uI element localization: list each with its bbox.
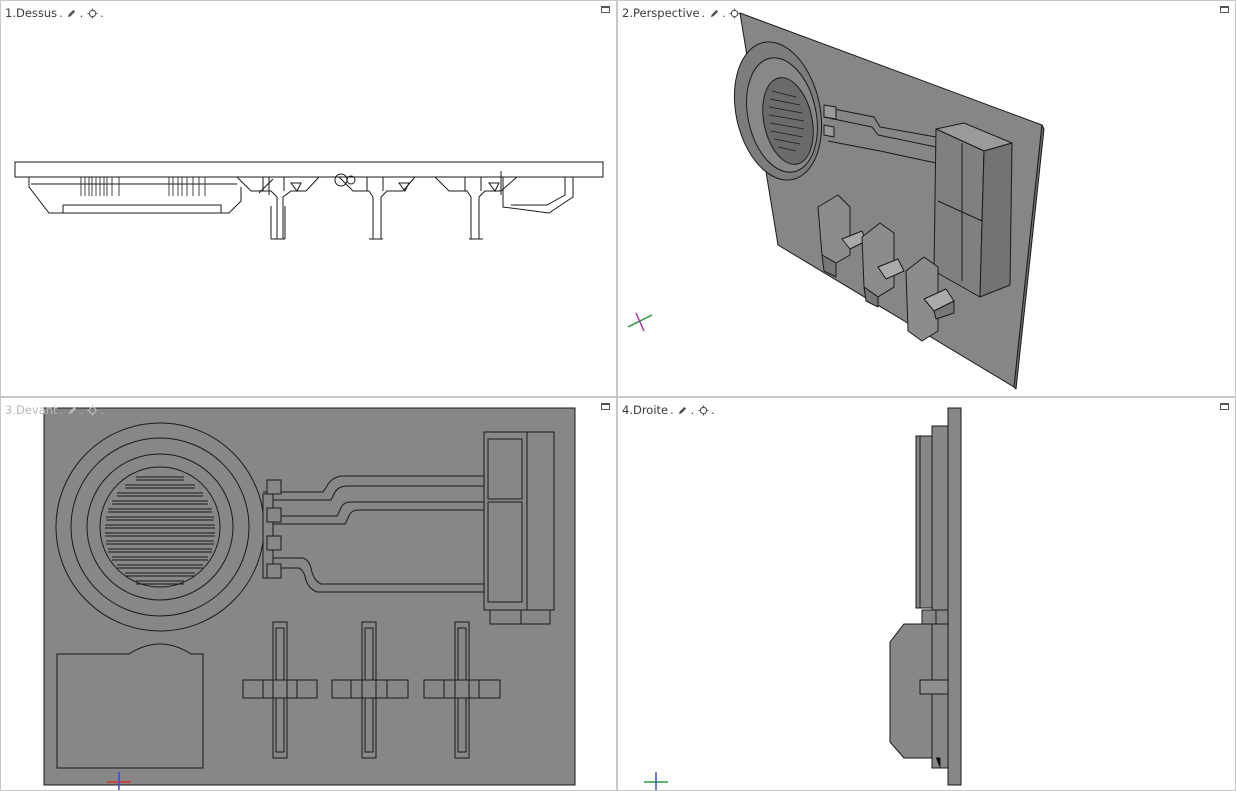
pencil-icon[interactable] <box>66 404 78 416</box>
viewport-perspective[interactable]: 2.Perspective . . <box>617 0 1236 397</box>
front-view-model <box>43 407 576 790</box>
target-icon[interactable] <box>729 7 741 19</box>
viewport-label[interactable]: 1.Dessus <box>5 6 58 20</box>
viewport-front[interactable]: 3.Devant . . . <box>0 397 617 791</box>
viewport-menu-dot[interactable]: . <box>100 6 104 20</box>
top-view-wireframe <box>14 161 604 240</box>
viewport-header: 3.Devant . . . <box>5 402 104 418</box>
viewport-menu-dot[interactable]: . <box>690 403 695 417</box>
viewport-menu-dot[interactable]: . <box>80 403 84 417</box>
viewport-label[interactable]: 3.Devant <box>5 403 58 417</box>
target-icon[interactable] <box>697 404 709 416</box>
target-icon[interactable] <box>86 7 98 19</box>
maximize-icon[interactable] <box>601 403 610 410</box>
viewport-header: 4.Droite . . . <box>622 402 715 418</box>
maximize-icon[interactable] <box>601 6 610 13</box>
viewport-menu-dot[interactable]: . <box>59 6 63 20</box>
viewport-menu-dot[interactable]: . <box>100 403 105 417</box>
viewport-header: 2.Perspective . . <box>622 5 741 21</box>
axis-gizmo <box>107 772 131 790</box>
axis-gizmo <box>627 312 653 332</box>
viewport-top[interactable]: 1.Dessus . . . <box>0 0 617 397</box>
viewport-menu-dot[interactable]: . <box>670 403 674 417</box>
viewport-menu-dot[interactable]: . <box>711 403 715 417</box>
perspective-view-model <box>627 12 1045 390</box>
pencil-icon[interactable] <box>677 404 689 416</box>
viewport-label[interactable]: 2.Perspective <box>622 6 700 20</box>
maximize-icon[interactable] <box>1220 6 1229 13</box>
viewport-menu-dot[interactable]: . <box>59 403 64 417</box>
viewport-header: 1.Dessus . . . <box>5 5 104 21</box>
viewport-menu-dot[interactable]: . <box>701 6 706 20</box>
viewport-label[interactable]: 4.Droite <box>622 403 669 417</box>
right-view-model <box>644 407 962 790</box>
target-icon[interactable] <box>87 404 99 416</box>
pencil-icon[interactable] <box>708 7 720 19</box>
axis-gizmo <box>644 772 668 790</box>
viewport-menu-dot[interactable]: . <box>722 6 726 20</box>
maximize-icon[interactable] <box>1220 403 1229 410</box>
viewport-menu-dot[interactable]: . <box>79 6 84 20</box>
viewport-right[interactable]: 4.Droite . . . <box>617 397 1236 791</box>
pencil-icon[interactable] <box>66 7 78 19</box>
